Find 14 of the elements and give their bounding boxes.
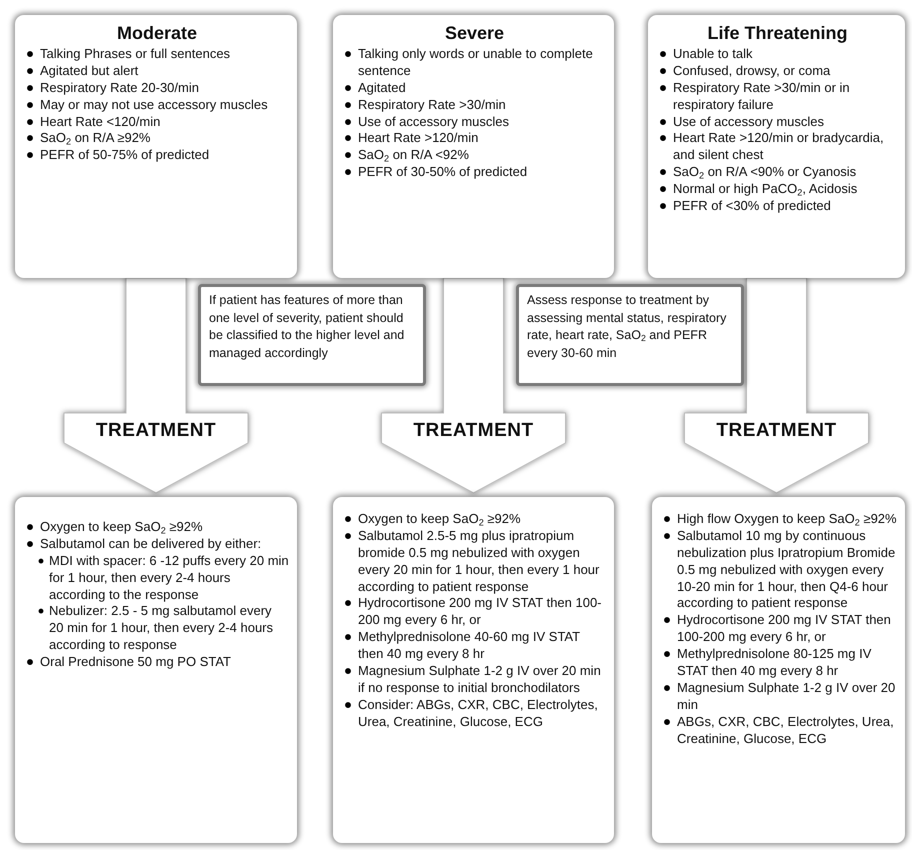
- bullet-item: High flow Oxygen to keep SaO$_{2}$ ≥92%: [662, 511, 897, 528]
- bullet-item: Salbutamol 10 mg by continuous nebulization plus Ipratropium Bromide 0.5 mg nebulized with oxygen every 10-20 min for 1 hour, then Q4-6 hour according to patient response: [662, 528, 897, 612]
- info-card: [15, 15, 297, 278]
- note-box: Assess response to treatment by assessing mental status, respiratory rate, heart rate, SaO$_{2}$ and PEFR every 30-60 min: [516, 284, 744, 386]
- info-card: [648, 15, 905, 278]
- severity-heading: Severe: [444, 23, 506, 44]
- info-card: [15, 497, 297, 843]
- bullet-item: MDI with spacer: 6 -12 puffs every 20 min for 1 hour, then every 2-4 hours according to the response: [37, 552, 289, 604]
- severity-heading: Moderate: [116, 23, 198, 44]
- severity-heading: Life Threatening: [706, 23, 848, 44]
- note-box: If patient has features of more than one level of severity, patient should be classified to the higher level and managed accordingly: [198, 284, 426, 386]
- info-card: [652, 497, 905, 843]
- info-card: [333, 15, 614, 278]
- info-card: [333, 497, 614, 843]
